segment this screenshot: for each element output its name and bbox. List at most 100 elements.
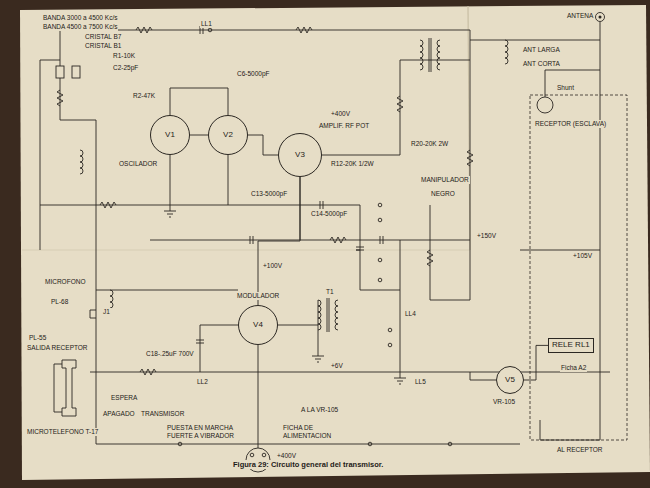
switch-contacts <box>378 278 382 282</box>
part-label: TRANSMISOR <box>140 410 185 418</box>
coil-symbol <box>329 298 330 332</box>
part-label: R1-10K <box>112 52 136 60</box>
part-label: ANT LARGA <box>522 46 561 54</box>
coil-symbol <box>318 300 321 330</box>
part-label: APAGADO <box>102 410 136 418</box>
part-label: RECEPTOR (ESCLAVA) <box>534 120 607 128</box>
part-label: ANT CORTA <box>522 60 561 68</box>
coil-symbol <box>110 290 113 308</box>
resistor-symbol <box>467 150 473 166</box>
part-label: Shunt <box>556 84 575 92</box>
antenna-terminal <box>596 13 605 22</box>
power-plug <box>262 453 266 457</box>
coil-symbol <box>437 40 440 70</box>
part-label: R12-20K 1/2W <box>330 160 375 168</box>
tube-envelope <box>239 306 278 345</box>
coil-symbol <box>80 150 83 174</box>
part-label: LL5 <box>414 378 427 386</box>
part-label: AL RECEPTOR <box>556 446 604 454</box>
part-label: Ficha A2 <box>560 364 587 372</box>
capacitor-symbol <box>196 340 204 343</box>
part-label: A LA VR-105 <box>300 406 339 414</box>
capacitor-symbol <box>380 236 383 244</box>
part-label: ANTENA <box>566 12 594 20</box>
receiver-enclosure <box>530 95 627 440</box>
meter-symbol <box>537 97 553 113</box>
relay-box: RELE RL1 <box>548 338 594 353</box>
part-label: BANDA 4500 a 7500 Kc/s <box>42 23 118 31</box>
tube-symbol: V5 <box>496 366 524 394</box>
part-label: ESPERA <box>110 394 138 402</box>
switch-contacts <box>378 258 382 262</box>
ground-symbol <box>312 350 324 362</box>
coil-symbol <box>327 298 328 332</box>
wire <box>40 22 610 448</box>
power-plug <box>250 453 254 457</box>
part-label: NEGRO <box>430 190 456 198</box>
part-label: +400V <box>276 452 297 460</box>
resistor-symbol <box>57 90 63 106</box>
part-label: PL-68 <box>50 298 69 306</box>
node-text: V1 <box>165 131 175 140</box>
tube-symbol: V4 <box>238 305 278 345</box>
switch-contacts <box>388 328 392 332</box>
tube-envelope <box>279 134 322 177</box>
resistor-symbol <box>296 27 312 33</box>
wire-connector <box>248 135 278 155</box>
capacitor-symbol <box>320 201 323 209</box>
part-label: C6-5000pF <box>236 70 271 78</box>
part-label: LL1 <box>200 20 213 28</box>
crystal-symbol <box>72 66 80 78</box>
node-text: RELE RL1 <box>552 341 590 350</box>
handset-drawing <box>54 360 76 416</box>
part-label: MICROFONO <box>44 278 86 286</box>
antenna-terminal <box>599 16 602 19</box>
receiver-enclosure <box>530 95 627 440</box>
part-label: +100V <box>262 262 283 270</box>
part-label: LL2 <box>196 378 209 386</box>
part-label: R2-47K <box>132 92 156 100</box>
coil-symbol <box>80 38 508 332</box>
wire-connector <box>524 345 548 380</box>
resistor-symbol <box>427 250 433 266</box>
tube-symbol: V2 <box>208 115 248 155</box>
part-label: PUESTA EN MARCHA FUERTE A VIBRADOR <box>166 424 252 440</box>
handset-drawing <box>54 364 62 412</box>
switch-contacts <box>448 442 452 446</box>
wire <box>40 22 610 448</box>
part-label: C18-.25uF 700V <box>145 350 195 358</box>
handset-drawing <box>62 360 76 416</box>
meter-symbol <box>537 97 553 113</box>
part-label: C13-5000pF <box>250 190 288 198</box>
part-label: MANIPULADOR <box>420 176 470 184</box>
coil-symbol <box>431 38 432 72</box>
coil-symbol <box>420 40 423 70</box>
node-text: V2 <box>223 131 233 140</box>
tube-envelope <box>497 367 524 394</box>
figure-caption: Figura 29: Circuito general del transmis… <box>232 460 384 469</box>
resistor-symbol <box>140 369 156 375</box>
ground-symbol <box>164 205 176 217</box>
part-label: LL4 <box>404 310 417 318</box>
jack-symbol <box>90 310 96 318</box>
node-text: V5 <box>505 376 515 385</box>
resistor-symbol <box>330 237 346 243</box>
part-label: +400V <box>330 110 351 118</box>
switch-contacts <box>178 442 182 446</box>
capacitor-symbol <box>196 26 383 343</box>
part-label: MICROTELEFONO T-17 <box>26 428 99 436</box>
switch-contacts <box>208 28 212 32</box>
part-label: +150V <box>476 232 497 240</box>
resistor-symbol <box>136 27 152 33</box>
crystal-symbol <box>56 66 80 78</box>
tube-symbol: V3 <box>278 133 322 177</box>
part-label: OSCILADOR <box>118 160 158 168</box>
paper-sheet <box>20 5 650 480</box>
switch-contacts <box>388 343 392 347</box>
part-label: SALIDA RECEPTOR <box>26 344 89 352</box>
